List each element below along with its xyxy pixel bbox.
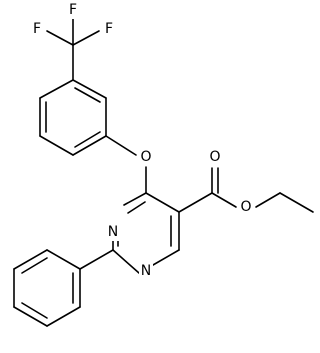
bond-pyr-n3-c4 [123, 192, 147, 206]
bond-ring1-d [39, 135, 74, 156]
bond-ring2-e [46, 306, 81, 327]
bond-ch2-ch3 [279, 192, 314, 213]
bond-c5-carbonyl [178, 192, 213, 213]
atom-labels: F F F O O O N N [30, 1, 253, 280]
bond-ring2-double-1 [21, 257, 48, 274]
bond-ring1-c [72, 135, 107, 156]
bond-ester-o-ch2 [255, 192, 281, 208]
atom-label-pyrimidine-nitrogen-3: N [108, 224, 118, 240]
bond-pyr-c6-n1 [152, 249, 180, 266]
atom-label-pyrimidine-nitrogen-1: N [141, 263, 151, 279]
bond-cf3-f-right [72, 30, 100, 46]
bond-carbonyl-ester-o [211, 192, 237, 208]
bond-ring1-f [39, 79, 74, 99]
atom-label-ester-oxygen: O [240, 199, 251, 215]
bond-c2-phenyl [79, 249, 114, 270]
bond-ring1-double-2 [74, 131, 101, 148]
bond-pyr-double-3 [127, 201, 146, 214]
bond-ring1-o [105, 135, 137, 156]
bond-ring2-a [46, 249, 81, 270]
bond-cf3-f-left [46, 30, 74, 46]
bond-ring1-a [72, 79, 107, 99]
bonds [13, 15, 314, 327]
bond-ring1-double-1 [74, 87, 101, 103]
bond-ring2-double-2 [21, 302, 48, 319]
bond-ring2-d [13, 306, 48, 327]
atom-label-fluorine-top: F [69, 2, 77, 18]
bond-pyr-n1-c2 [112, 249, 140, 274]
atom-label-fluorine-right: F [105, 21, 113, 37]
atom-label-ether-oxygen: O [140, 149, 151, 165]
bond-ring2-b [13, 249, 48, 270]
bond-pyr-c4-c5 [145, 192, 180, 213]
atom-label-fluorine-left: F [33, 21, 41, 37]
atom-label-carbonyl-oxygen: O [209, 149, 220, 165]
